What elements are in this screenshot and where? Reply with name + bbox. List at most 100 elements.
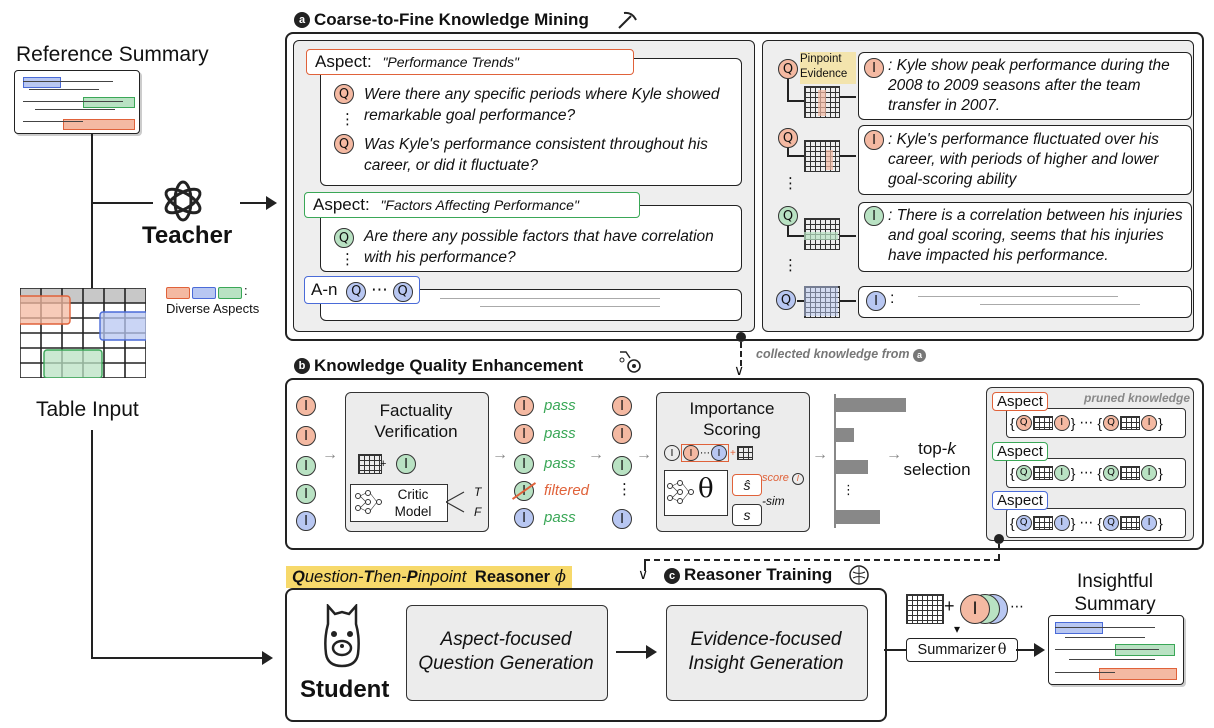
connector-line bbox=[840, 235, 856, 237]
score-bar bbox=[836, 428, 854, 442]
collected-dot bbox=[736, 332, 746, 342]
reasoner-word: Reasoner bbox=[474, 568, 551, 586]
insight-icon: I bbox=[1141, 514, 1158, 531]
question-icon: Q bbox=[778, 128, 798, 148]
diverse-aspects-label: Diverse Aspects bbox=[166, 301, 260, 316]
question-icon: Q bbox=[334, 84, 354, 104]
table-icon bbox=[1120, 465, 1141, 480]
insight-icon: I bbox=[1053, 514, 1070, 531]
sequence-box: I ⋯ I bbox=[681, 444, 729, 462]
connector-line bbox=[616, 651, 650, 653]
pruned-knowledge-label: pruned knowledge bbox=[1084, 391, 1191, 405]
section-c-title: Reasoner Training bbox=[684, 565, 833, 584]
insight-icon: I bbox=[711, 445, 727, 461]
insightful-summary-doc bbox=[1048, 615, 1184, 685]
dashed-connector bbox=[644, 559, 1000, 561]
aspect1-question1: Were there any specific periods where Ky… bbox=[364, 86, 720, 124]
reasoner-p-rest: inpoint bbox=[417, 568, 467, 586]
arrow-right-icon: → bbox=[812, 446, 828, 463]
section-b-badge-letter: b bbox=[298, 360, 306, 372]
aspect-n-tag: A-n Q ⋯ Q bbox=[304, 276, 420, 304]
filtered-label: filtered bbox=[544, 482, 590, 499]
arrow-right-icon: → bbox=[492, 446, 508, 463]
neural-net-icon bbox=[666, 478, 696, 511]
collected-knowledge-text: collected knowledge from a bbox=[756, 347, 926, 362]
insight-icon: I bbox=[296, 396, 316, 416]
insight-icon: I bbox=[514, 508, 534, 528]
table-icon bbox=[736, 446, 753, 460]
question-icon: Q bbox=[334, 228, 354, 248]
reference-summary-title: Reference Summary bbox=[16, 43, 209, 66]
arrow-head bbox=[1034, 643, 1045, 657]
pruned-aspect-tag: Aspect bbox=[992, 442, 1048, 461]
insight-generation-label: Evidence-focused Insight Generation bbox=[688, 629, 844, 674]
s-hat-label: ŝ bbox=[743, 477, 751, 493]
pruned-aspect-tag: Aspect bbox=[992, 392, 1048, 411]
question-icon: Q bbox=[1103, 414, 1120, 431]
insight-icon: I bbox=[296, 456, 316, 476]
section-a-badge: a bbox=[294, 12, 310, 28]
question-icon: Q bbox=[778, 206, 798, 226]
insight-sequence: I I ⋯ I + bbox=[664, 444, 753, 462]
insight4-box bbox=[858, 286, 1192, 318]
reference-summary-doc bbox=[14, 70, 140, 134]
insight-icon: I bbox=[1141, 414, 1158, 431]
aspect2-tag: Aspect: "Factors Affecting Performance" bbox=[304, 192, 640, 218]
arrow-head bbox=[646, 645, 657, 659]
vertical-ellipsis: ⋮ bbox=[617, 481, 632, 498]
connector-line bbox=[91, 657, 266, 659]
insight-generation-box bbox=[666, 605, 868, 701]
insight4-text: : bbox=[890, 290, 895, 307]
pruned-aspect-tag: Aspect bbox=[992, 491, 1048, 510]
aspect1-question2: Was Kyle's performance consistent throug… bbox=[364, 136, 708, 174]
insight-icon: I bbox=[864, 130, 884, 150]
collected-dot bbox=[994, 534, 1004, 544]
horizontal-ellipsis: ⋯ bbox=[1010, 598, 1024, 614]
reasoner-q: Q bbox=[292, 568, 305, 586]
factuality-title: Factuality Verification bbox=[374, 401, 458, 441]
topk-selection-label: top-k selection bbox=[892, 438, 982, 480]
aspect1-name: "Performance Trends" bbox=[382, 54, 519, 70]
teacher-label: Teacher bbox=[142, 222, 233, 249]
insight-icon: I bbox=[866, 291, 886, 311]
pass-label: pass bbox=[544, 455, 576, 472]
insight-icon: I bbox=[791, 472, 804, 485]
vertical-ellipsis: ⋮ bbox=[783, 257, 798, 274]
score-bar bbox=[836, 398, 906, 412]
question-generation-label: Aspect-focused Question Generation bbox=[418, 629, 594, 674]
connector-line bbox=[787, 100, 804, 102]
question-icon: Q bbox=[346, 282, 367, 302]
pickaxe-icon bbox=[616, 10, 638, 35]
dashed-connector bbox=[740, 342, 742, 366]
insight-icon: I bbox=[612, 509, 632, 529]
table-icon bbox=[906, 594, 944, 624]
question-icon: Q bbox=[1103, 464, 1120, 481]
section-b-title: Knowledge Quality Enhancement bbox=[314, 356, 584, 375]
connector-line bbox=[240, 202, 268, 204]
chevron-down-icon: ∨ bbox=[638, 566, 649, 582]
reasoner-t: T bbox=[363, 568, 374, 586]
reasoner-t-rest: hen- bbox=[373, 568, 407, 586]
placeholder-line bbox=[918, 296, 1118, 297]
true-label: T bbox=[474, 485, 482, 499]
question-generation-box bbox=[406, 605, 608, 701]
importance-title: Importance Scoring bbox=[689, 399, 775, 439]
section-a-title: Coarse-to-Fine Knowledge Mining bbox=[314, 10, 589, 29]
arrow-head bbox=[840, 96, 856, 98]
insight-icon: I bbox=[514, 396, 534, 416]
reasoner-q-rest: uestion- bbox=[304, 568, 364, 586]
aspect-legend-orange bbox=[166, 287, 190, 299]
llama-icon bbox=[320, 602, 364, 675]
summarizer-theta: θ bbox=[997, 642, 1007, 658]
connector-line bbox=[787, 155, 804, 157]
table-icon bbox=[1120, 415, 1141, 430]
question-icon: Q bbox=[334, 134, 354, 154]
aspect-legend-colon: : bbox=[244, 283, 248, 298]
insight-icon: I bbox=[514, 454, 534, 474]
horizontal-ellipsis: ⋯ bbox=[1079, 514, 1094, 530]
arrow-right-icon: → bbox=[636, 446, 652, 463]
evidence-highlight bbox=[826, 150, 833, 170]
topk-selection-text: selection bbox=[903, 460, 971, 479]
dashed-connector bbox=[998, 544, 1000, 560]
aspect-word: Aspect: bbox=[313, 195, 370, 214]
